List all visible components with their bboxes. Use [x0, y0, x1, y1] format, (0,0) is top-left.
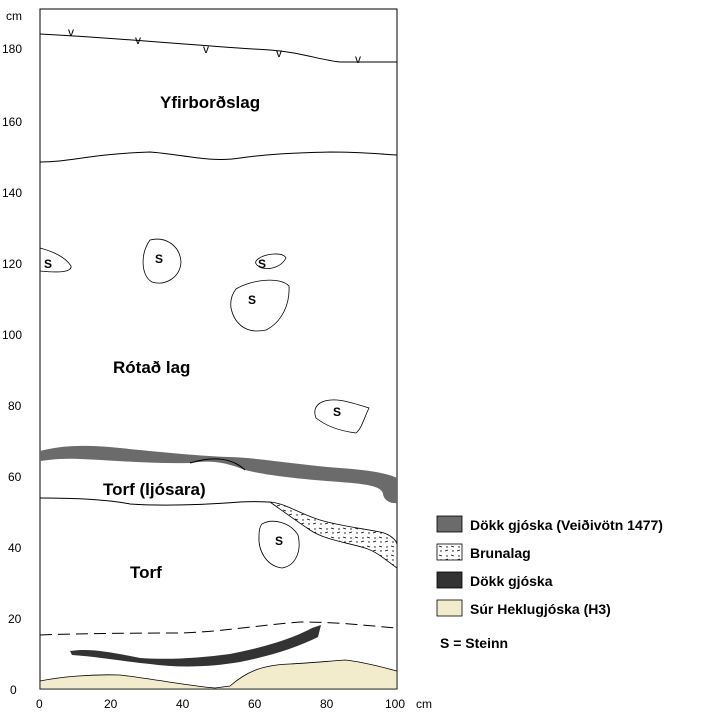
- y-unit-label: cm: [6, 9, 22, 23]
- stone-label: S: [248, 293, 256, 307]
- legend-label: Dökk gjóska (Veiðivötn 1477): [470, 517, 663, 533]
- h3-tephra-layer: [39, 659, 398, 690]
- stone-label: S: [275, 534, 283, 548]
- stone-outline: [142, 238, 182, 284]
- stone-outline: [258, 520, 300, 569]
- layer-label-surface: Yfirborðslag: [160, 93, 260, 112]
- vegetation-mark: v: [68, 25, 74, 39]
- stone-outline: [255, 253, 287, 269]
- tephra-1477-band: [40, 445, 397, 504]
- y-tick-label: 120: [2, 257, 22, 271]
- dashed-boundary-line: [39, 621, 398, 636]
- vegetation-mark: v: [203, 42, 209, 56]
- x-tick-label: 60: [248, 697, 262, 711]
- y-tick-label: 60: [8, 470, 22, 484]
- stone-outline: [230, 279, 290, 332]
- vegetation-marks: v v v v v: [68, 25, 361, 66]
- stones: S S S S S S: [39, 238, 370, 569]
- stone-label: S: [44, 257, 52, 271]
- x-tick-label: 100: [385, 697, 405, 711]
- legend-label: Súr Heklugjóska (H3): [470, 601, 611, 617]
- layer-label-turf: Torf: [130, 563, 162, 582]
- x-tick-label: 80: [320, 697, 334, 711]
- light-turf-lower-line: [39, 497, 271, 506]
- legend-label: Brunalag: [470, 545, 531, 561]
- stone-label: S: [258, 257, 266, 271]
- y-tick-label: 20: [8, 612, 22, 626]
- layer-label-disturbed: Rótað lag: [113, 358, 190, 377]
- y-tick-label: 0: [10, 683, 17, 697]
- y-axis: cm 0 20 40 60 80 100 120 140 160 180: [2, 9, 22, 697]
- y-tick-label: 180: [2, 42, 22, 56]
- y-tick-label: 100: [2, 328, 22, 342]
- burnt-layer: [268, 501, 398, 569]
- legend-label: Dökk gjóska: [470, 573, 553, 589]
- layer-labels: Yfirborðslag Rótað lag Torf (ljósara) To…: [103, 93, 260, 582]
- legend-label-stone: S = Steinn: [440, 635, 508, 651]
- vegetation-mark: v: [355, 52, 361, 66]
- y-tick-label: 140: [2, 186, 22, 200]
- legend-swatch-tephra-1477: [436, 515, 463, 533]
- stone-outline: [39, 247, 72, 273]
- x-tick-label: 40: [176, 697, 190, 711]
- x-unit-label: cm: [416, 697, 432, 711]
- legend: Dökk gjóska (Veiðivötn 1477) Brunalag Dö…: [436, 515, 663, 651]
- legend-swatch-dark-tephra: [436, 571, 463, 589]
- legend-swatch-h3: [436, 599, 463, 617]
- vegetation-mark: v: [135, 33, 141, 47]
- layer-label-light-turf: Torf (ljósara): [103, 480, 206, 499]
- x-axis: 0 20 40 60 80 100 cm: [36, 697, 432, 711]
- stone-outline: [314, 399, 370, 434]
- dark-tephra-band: [70, 625, 321, 667]
- boundary-line-150cm: [39, 151, 398, 163]
- ground-surface-line: [39, 33, 397, 63]
- x-tick-label: 0: [36, 697, 43, 711]
- y-tick-label: 160: [2, 115, 22, 129]
- vegetation-mark: v: [276, 46, 282, 60]
- y-tick-label: 40: [8, 541, 22, 555]
- legend-swatch-burnt-layer: [436, 543, 463, 561]
- light-turf-upper-line: [189, 458, 246, 471]
- stone-label: S: [333, 405, 341, 419]
- stone-label: S: [155, 252, 163, 266]
- y-tick-label: 80: [8, 399, 22, 413]
- x-tick-label: 20: [104, 697, 118, 711]
